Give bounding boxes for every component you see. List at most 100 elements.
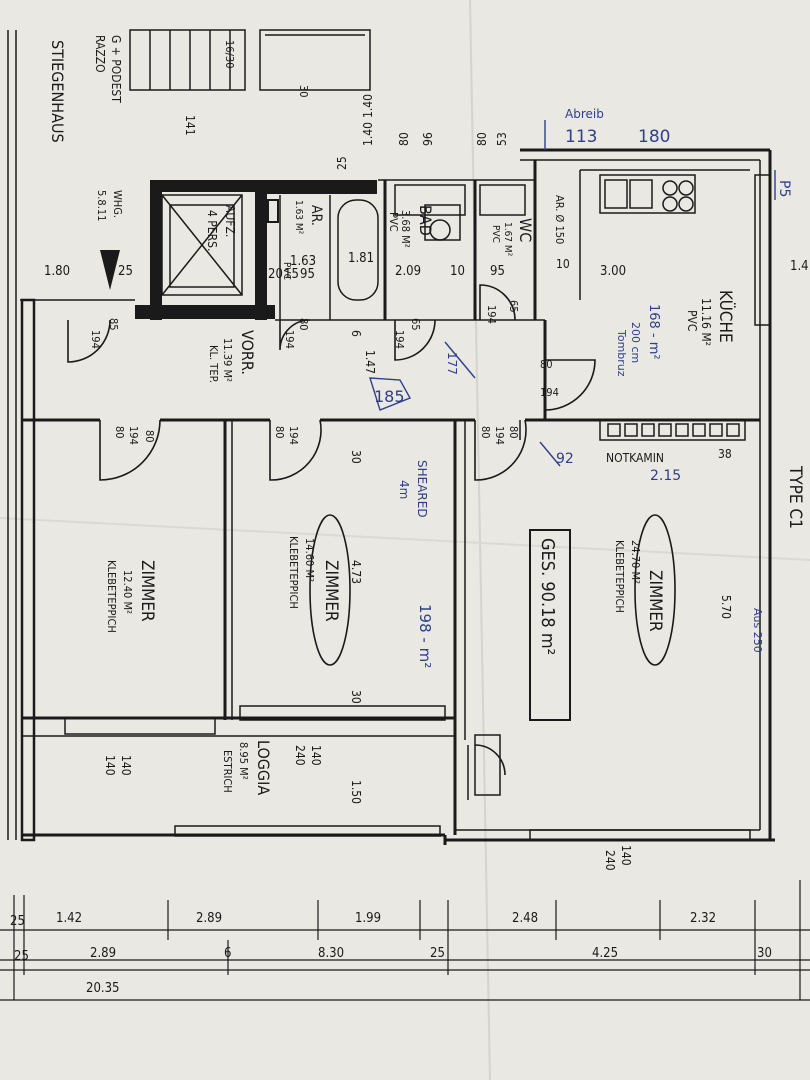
stair-sub1: G + PODEST: [109, 35, 123, 103]
marker-oval: [309, 514, 351, 666]
dim-misc-label: 140: [619, 845, 633, 866]
dim-bottom-2: 25: [14, 949, 29, 964]
zimmer-mid-title: ZIMMER: [321, 560, 341, 622]
stair-sub2: RAZZO: [93, 35, 107, 73]
paper-crease: [0, 517, 810, 561]
dim-misc-label: 240: [293, 745, 307, 766]
hand-kitchen-2: 200 cm: [629, 322, 642, 363]
bad-title: BAD: [416, 205, 435, 236]
dim-top-label: 1.40: [361, 122, 375, 146]
dim-row-label: 1.80: [44, 264, 70, 279]
notkamin-label: NOTKAMIN: [606, 451, 664, 465]
hand-vorr-177: 177: [445, 352, 459, 375]
dim-misc-label: 1.47: [363, 350, 377, 374]
door-width-label: 80: [113, 426, 126, 439]
bad-area: 3.68 M²: [399, 210, 412, 248]
loggia-floor: ESTRICH: [221, 750, 234, 793]
dim-row-label: 1.63: [290, 254, 316, 269]
door-width-label: 194: [540, 386, 559, 399]
elevator-shaft: [161, 194, 243, 296]
hand-top-note: Abreib: [565, 107, 604, 121]
handwritten-marks: [369, 120, 776, 467]
door-width-label: 80: [507, 426, 520, 439]
kueche-title: KÜCHE: [715, 290, 737, 343]
total-area: GES. 90.18 m²: [537, 538, 558, 655]
hand-right-note: Aus 250: [751, 608, 764, 653]
dim-row-label: 10: [450, 264, 465, 279]
dim-bottom-2: 2.89: [90, 946, 116, 961]
stair-steps: 16/30: [223, 40, 236, 69]
dim-bottom-1: 2.48: [512, 911, 538, 926]
dim-misc-label: 140: [309, 745, 323, 766]
notkamin-chimney: [599, 419, 746, 441]
wc-area: 1.67 M²: [502, 222, 513, 257]
hand-kitchen-3: Tombruz: [615, 329, 628, 377]
dim-misc-label: 4.73: [349, 560, 363, 584]
dim-bottom-2: 30: [757, 946, 772, 961]
stair-whg: WHG.: [111, 190, 124, 218]
kueche-area: 11.16 M²: [699, 298, 713, 346]
dim-top-label: 53: [495, 132, 509, 146]
dim-misc-label: 10: [556, 257, 570, 271]
door-width-label: 194: [287, 426, 300, 445]
structural-core: [135, 180, 377, 320]
stair-area: [100, 29, 371, 290]
dim-bottom-1: 1.99: [355, 911, 381, 926]
service-rooms: [20, 160, 545, 321]
hand-zm-4m: 4m: [397, 480, 411, 499]
windows: [64, 174, 771, 841]
hand-side-note: P5: [776, 180, 792, 197]
dim-top-label: 80: [475, 132, 489, 146]
doors: [67, 284, 596, 796]
dim-row-label: 15: [284, 267, 299, 282]
stair-whg-nums: 5.8.11: [95, 190, 108, 221]
door-width-label: 80: [479, 426, 492, 439]
door-width-label: 65: [409, 318, 422, 331]
dim-bottom-1: 2.32: [690, 911, 716, 926]
door-width-label: 194: [485, 305, 498, 324]
door-width-label: 65: [507, 300, 520, 313]
wc-title: WC: [516, 218, 535, 242]
dim-top-label: 25: [335, 156, 349, 170]
marker-oval: [634, 514, 676, 666]
interior-walls: [22, 320, 760, 835]
bottom-dimension-lines: [0, 880, 810, 1001]
dim-top-label: 96: [421, 132, 435, 146]
zimmer-left-floor: KLEBETEPPICH: [105, 560, 118, 633]
door-width-label: 194: [127, 426, 140, 445]
aufz-label: AUFZ.: [223, 205, 237, 237]
hand-zm-198: 198 - m²: [416, 604, 434, 668]
dim-misc-label: 240: [603, 850, 617, 871]
ar-left-floor: PVC: [281, 262, 292, 280]
door-width-label: 194: [493, 426, 506, 445]
door-width-label: 85: [107, 318, 120, 331]
dim-misc-label: 5.70: [719, 595, 733, 619]
ar-left-area: 1.63 M²: [293, 200, 304, 235]
hand-top-a: 113: [565, 127, 597, 147]
dim-row-label: 3.00: [600, 264, 626, 279]
door-width-label: 194: [89, 330, 102, 349]
hand-vorr-185: 185: [374, 387, 405, 406]
stair-141: 141: [183, 115, 197, 136]
dim-bottom-1: 25: [10, 914, 25, 929]
dim-row-label: 95: [300, 267, 315, 282]
hand-zm-sheared: SHEARED: [415, 460, 429, 518]
hand-92: 92: [556, 451, 574, 467]
door-width-label: 194: [283, 330, 296, 349]
type-label: TYPE C1: [785, 465, 805, 529]
door-width-label: 80: [273, 426, 286, 439]
stair-title: STIEGENHAUS: [48, 40, 67, 143]
dim-misc-label: 30: [349, 690, 363, 704]
dim-bottom-total: 20.35: [86, 981, 119, 996]
dim-misc-label: 30: [349, 450, 363, 464]
dim-row-label: 95: [490, 264, 505, 279]
dim-top-label: 80: [397, 132, 411, 146]
door-width-label: 80: [297, 318, 310, 331]
kitchen-counter: [579, 169, 750, 300]
dim-misc-label: 38: [718, 447, 732, 461]
dim-row-label: 20: [268, 267, 283, 282]
kueche-floor: PVC: [685, 310, 699, 331]
ar-right-title: AR. Ø 150: [553, 195, 566, 244]
